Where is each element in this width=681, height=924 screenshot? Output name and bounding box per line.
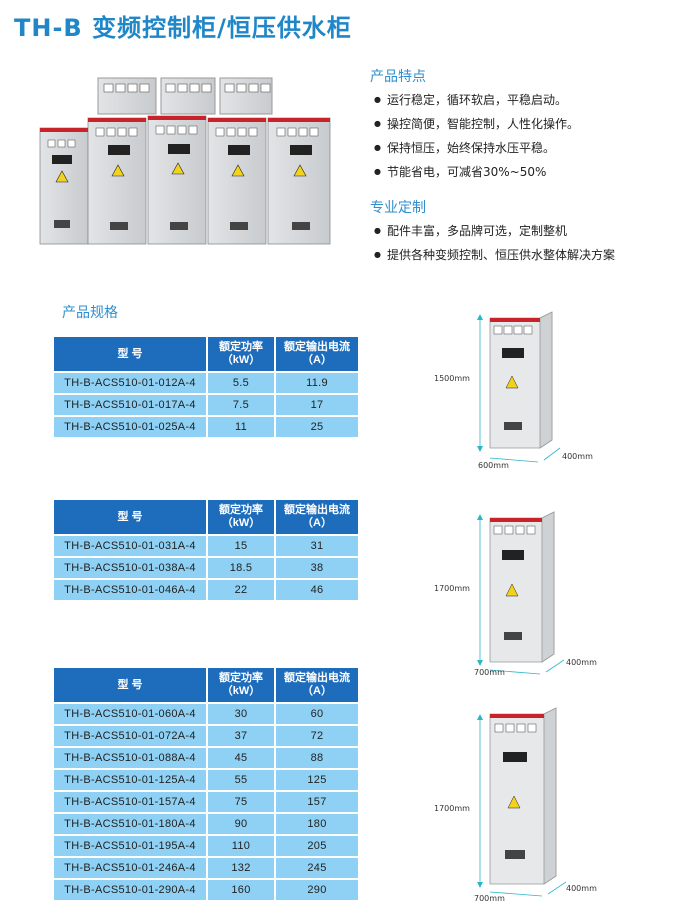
model-cell: TH-B-ACS510-01-246A-4 <box>54 858 206 878</box>
current-cell: 88 <box>276 748 358 768</box>
feature-item: 保持恒压，始终保持水压平稳。 <box>374 137 579 161</box>
features-list: 运行稳定，循环软启，平稳启动。 操控简便，智能控制，人性化操作。 保持恒压，始终… <box>374 89 579 185</box>
depth-label-3: 400mm <box>566 884 597 893</box>
current-cell: 125 <box>276 770 358 790</box>
power-cell: 132 <box>208 858 274 878</box>
power-cell: 110 <box>208 836 274 856</box>
power-cell: 11 <box>208 417 274 437</box>
current-cell: 11.9 <box>276 373 358 393</box>
width-label-1: 600mm <box>478 461 509 470</box>
current-cell: 205 <box>276 836 358 856</box>
model-cell: TH-B-ACS510-01-025A-4 <box>54 417 206 437</box>
feature-item: 运行稳定，循环软启，平稳启动。 <box>374 89 579 113</box>
model-cell: TH-B-ACS510-01-195A-4 <box>54 836 206 856</box>
model-cell: TH-B-ACS510-01-125A-4 <box>54 770 206 790</box>
power-cell: 75 <box>208 792 274 812</box>
power-cell: 7.5 <box>208 395 274 415</box>
col-model-header: 型 号 <box>54 500 206 534</box>
current-cell: 157 <box>276 792 358 812</box>
power-cell: 30 <box>208 704 274 724</box>
model-cell: TH-B-ACS510-01-290A-4 <box>54 880 206 900</box>
height-label-3: 1700mm <box>434 804 470 813</box>
model-cell: TH-B-ACS510-01-017A-4 <box>54 395 206 415</box>
feature-item: 节能省电，可减省30%~50% <box>374 161 579 185</box>
model-cell: TH-B-ACS510-01-012A-4 <box>54 373 206 393</box>
spec-table-3: 型 号 额定功率（kW） 额定输出电流（A） TH-B-ACS510-01-06… <box>52 666 360 902</box>
height-label-1: 1500mm <box>434 374 470 383</box>
cabinet-diagram-1 <box>477 311 561 463</box>
current-cell: 25 <box>276 417 358 437</box>
col-power-header: 额定功率（kW） <box>208 337 274 371</box>
col-model-header: 型 号 <box>54 337 206 371</box>
width-label-2: 700mm <box>474 668 505 677</box>
custom-item: 配件丰富，多品牌可选，定制整机 <box>374 220 615 244</box>
custom-list: 配件丰富，多品牌可选，定制整机 提供各种变频控制、恒压供水整体解决方案 <box>374 220 615 268</box>
depth-label-1: 400mm <box>562 452 593 461</box>
width-label-3: 700mm <box>474 894 505 903</box>
current-cell: 17 <box>276 395 358 415</box>
page-title: TH-B 变频控制柜/恒压供水柜 <box>14 14 352 42</box>
power-cell: 22 <box>208 580 274 600</box>
power-cell: 15 <box>208 536 274 556</box>
current-cell: 290 <box>276 880 358 900</box>
cabinet-diagram-3 <box>477 707 567 897</box>
custom-item: 提供各种变频控制、恒压供水整体解决方案 <box>374 244 615 268</box>
current-cell: 31 <box>276 536 358 556</box>
height-label-2: 1700mm <box>434 584 470 593</box>
power-cell: 45 <box>208 748 274 768</box>
current-cell: 46 <box>276 580 358 600</box>
col-current-header: 额定输出电流（A） <box>276 337 358 371</box>
power-cell: 37 <box>208 726 274 746</box>
power-cell: 18.5 <box>208 558 274 578</box>
model-cell: TH-B-ACS510-01-180A-4 <box>54 814 206 834</box>
specs-heading: 产品规格 <box>62 305 118 321</box>
model-cell: TH-B-ACS510-01-157A-4 <box>54 792 206 812</box>
cabinet-group-image <box>39 77 331 245</box>
power-cell: 160 <box>208 880 274 900</box>
model-cell: TH-B-ACS510-01-038A-4 <box>54 558 206 578</box>
model-cell: TH-B-ACS510-01-060A-4 <box>54 704 206 724</box>
feature-item: 操控简便，智能控制，人性化操作。 <box>374 113 579 137</box>
col-current-header: 额定输出电流（A） <box>276 668 358 702</box>
model-cell: TH-B-ACS510-01-046A-4 <box>54 580 206 600</box>
power-cell: 5.5 <box>208 373 274 393</box>
depth-label-2: 400mm <box>566 658 597 667</box>
model-cell: TH-B-ACS510-01-031A-4 <box>54 536 206 556</box>
current-cell: 38 <box>276 558 358 578</box>
col-current-header: 额定输出电流（A） <box>276 500 358 534</box>
cabinet-diagram-2 <box>477 511 565 675</box>
model-cell: TH-B-ACS510-01-088A-4 <box>54 748 206 768</box>
current-cell: 180 <box>276 814 358 834</box>
spec-table-1: 型 号 额定功率（kW） 额定输出电流（A） TH-B-ACS510-01-01… <box>52 335 360 439</box>
features-heading: 产品特点 <box>370 69 426 85</box>
spec-table-2: 型 号 额定功率（kW） 额定输出电流（A） TH-B-ACS510-01-03… <box>52 498 360 602</box>
current-cell: 72 <box>276 726 358 746</box>
col-power-header: 额定功率（kW） <box>208 668 274 702</box>
col-model-header: 型 号 <box>54 668 206 702</box>
col-power-header: 额定功率（kW） <box>208 500 274 534</box>
model-cell: TH-B-ACS510-01-072A-4 <box>54 726 206 746</box>
power-cell: 90 <box>208 814 274 834</box>
power-cell: 55 <box>208 770 274 790</box>
current-cell: 60 <box>276 704 358 724</box>
custom-heading: 专业定制 <box>370 200 426 216</box>
current-cell: 245 <box>276 858 358 878</box>
